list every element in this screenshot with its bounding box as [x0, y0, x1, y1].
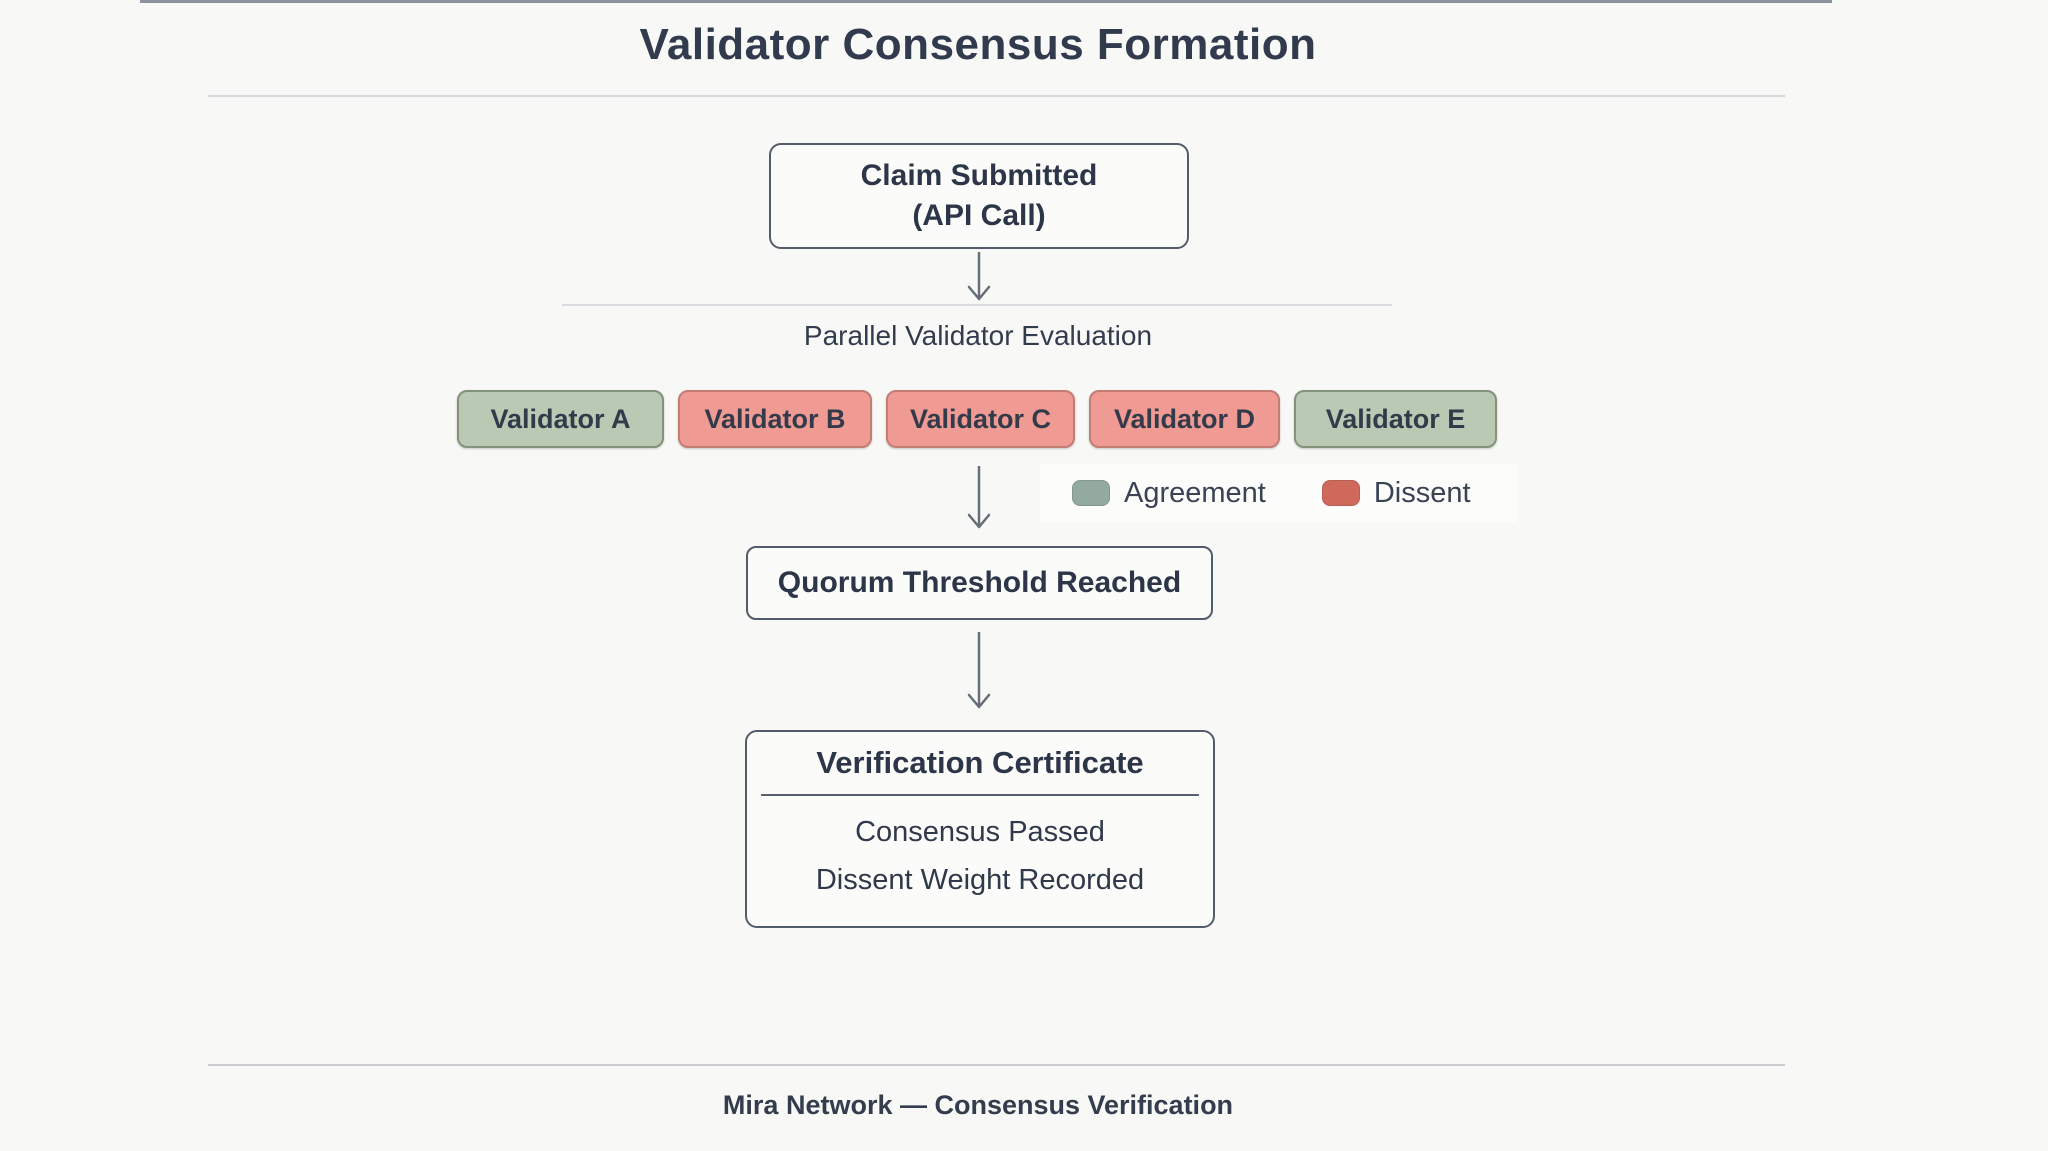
title-divider	[208, 95, 1785, 97]
page-title: Validator Consensus Formation	[639, 20, 1317, 69]
claim-box-line1: Claim Submitted	[860, 158, 1098, 192]
page-title-wrap: Validator Consensus Formation	[0, 20, 1956, 70]
dissent-legend-label: Dissent	[1373, 476, 1471, 509]
legend: Agreement Dissent	[1040, 464, 1518, 522]
certificate-divider	[761, 794, 1199, 796]
validators-row: Validator A Validator B Validator C Vali…	[457, 390, 1497, 448]
dissent-swatch-icon	[1321, 480, 1360, 506]
certificate-result-line: Dissent Weight Recorded	[815, 864, 1145, 896]
footer-divider	[208, 1064, 1785, 1066]
validator-e-box: Validator E	[1294, 390, 1497, 448]
validator-b-box: Validator B	[678, 390, 872, 448]
certificate-results: Consensus Passed Dissent Weight Recorded	[747, 796, 1213, 902]
validator-c-box: Validator C	[886, 390, 1075, 448]
down-arrow-icon	[967, 632, 991, 709]
parallel-evaluation-label: Parallel Validator Evaluation	[803, 320, 1153, 351]
claim-box-line2: (API Call)	[912, 199, 1046, 232]
footer-text: Mira Network — Consensus Verification	[722, 1090, 1234, 1120]
validator-e-label: Validator E	[1325, 403, 1466, 434]
down-arrow-icon	[967, 252, 991, 301]
validator-b-label: Validator B	[704, 403, 846, 434]
stage-divider	[562, 304, 1392, 306]
validator-a-box: Validator A	[457, 390, 664, 448]
agreement-swatch-icon	[1072, 480, 1110, 506]
validator-d-box: Validator D	[1089, 390, 1280, 448]
certificate-title: Verification Certificate	[816, 745, 1144, 780]
verification-certificate-box: Verification Certificate Consensus Passe…	[745, 730, 1215, 928]
validator-d-label: Validator D	[1113, 403, 1256, 434]
validator-c-label: Validator C	[909, 403, 1052, 434]
certificate-result-line: Consensus Passed	[855, 816, 1105, 848]
stage-label-wrap: Parallel Validator Evaluation	[0, 320, 1956, 352]
quorum-box-label: Quorum Threshold Reached	[777, 566, 1182, 599]
top-edge-rule	[140, 0, 1832, 3]
footer-wrap: Mira Network — Consensus Verification	[0, 1090, 1956, 1121]
quorum-threshold-box: Quorum Threshold Reached	[746, 546, 1213, 620]
validator-a-label: Validator A	[490, 403, 631, 434]
agreement-legend-label: Agreement	[1124, 476, 1266, 509]
down-arrow-icon	[967, 466, 991, 529]
claim-submitted-box: Claim Submitted (API Call)	[769, 143, 1189, 249]
